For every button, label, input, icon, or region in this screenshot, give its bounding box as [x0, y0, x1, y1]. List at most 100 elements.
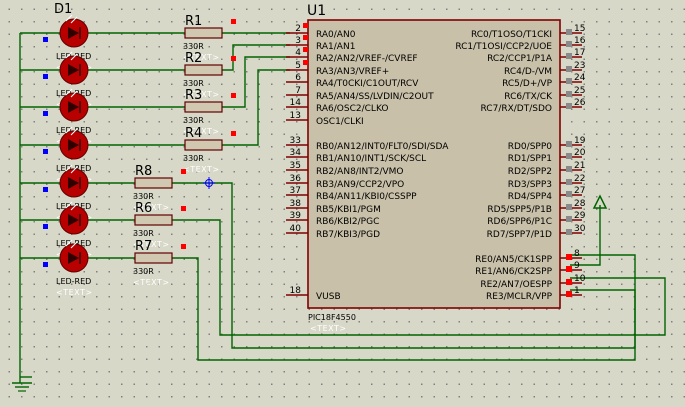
resistor-ref-label: R8 — [135, 164, 152, 179]
wire-23[interactable] — [570, 205, 601, 266]
pin-marker-icon — [566, 29, 572, 35]
ground-symbol-icon — [12, 377, 32, 392]
chip-right-pin-number: 19 — [574, 136, 586, 146]
resistor-text-placeholder: <TEXT> — [133, 240, 170, 249]
pin-marker-icon — [231, 93, 236, 98]
pin-marker-icon — [43, 149, 48, 154]
wire-20[interactable] — [172, 182, 636, 349]
chip-right-pin-number: 25 — [574, 86, 585, 96]
resistor-ref-label: R3 — [185, 88, 202, 103]
resistor-text-placeholder: <TEXT> — [183, 53, 220, 62]
chip-left-pin-name: RB0/AN12/INT0/FLT0/SDI/SDA — [316, 142, 449, 152]
resistor-3[interactable] — [184, 101, 223, 113]
chip-left-pin-name: RB6/KBI2/PGC — [316, 217, 379, 227]
led-2[interactable] — [59, 51, 89, 85]
chip-right-pin-name: RC6/TX/CK — [504, 92, 553, 102]
wire-19[interactable] — [220, 69, 290, 146]
resistor-5[interactable] — [134, 177, 173, 189]
led-ray-1 — [65, 164, 73, 172]
chip-left-pin-number: 2 — [295, 24, 301, 34]
chip-right-pin-name: RC4/D-/VM — [504, 67, 552, 77]
led-6[interactable] — [59, 201, 89, 235]
resistor-symbol-icon[interactable] — [184, 139, 223, 151]
chip-right-pin-name: RD3/SPP3 — [508, 180, 552, 190]
pin-marker-icon — [43, 111, 48, 116]
chip-body[interactable] — [307, 19, 561, 309]
resistor-symbol-icon[interactable] — [184, 64, 223, 76]
led-symbol-icon — [68, 214, 79, 226]
chip-left-pin-number: 36 — [290, 174, 302, 184]
chip-right-pin-number: 23 — [574, 61, 585, 71]
wire-18[interactable] — [220, 56, 290, 108]
led-3[interactable] — [59, 88, 89, 122]
led-ray-2 — [70, 90, 78, 98]
pin-marker-icon — [566, 266, 572, 272]
led-ray-2 — [70, 53, 78, 61]
chip-left-pin-name: RA6/OSC2/CLKO — [316, 104, 388, 114]
pin-marker-icon — [181, 244, 186, 249]
resistor-text-placeholder: <TEXT> — [183, 90, 220, 99]
chip-left-pin-name: RB5/KBI1/PGM — [316, 205, 381, 215]
resistor-4[interactable] — [184, 139, 223, 151]
pin-marker-icon — [181, 169, 186, 174]
pin-marker-icon — [43, 262, 48, 267]
led-4[interactable] — [59, 126, 89, 160]
chip-left-pin-number: 7 — [295, 86, 301, 96]
resistor-symbol-icon[interactable] — [134, 252, 173, 264]
led-1[interactable] — [59, 14, 89, 48]
pin-marker-icon — [231, 19, 236, 24]
chip-right-pin-name: RE2/AN7/OESPP — [480, 280, 552, 290]
resistor-text-placeholder: <TEXT> — [183, 127, 220, 136]
resistor-symbol-icon[interactable] — [184, 101, 223, 113]
pin-marker-icon — [566, 166, 572, 172]
chip-right-pin-name: RC0/T1OSO/T1CKI — [471, 30, 552, 40]
resistor-symbol-icon[interactable] — [134, 214, 173, 226]
chip-left-pin-number: 5 — [295, 61, 301, 71]
chip-right-pin-name: RC7/RX/DT/SDO — [481, 104, 553, 114]
resistor-ref-label: R6 — [135, 201, 152, 216]
chip-right-pin-number: 30 — [574, 224, 586, 234]
chip-right-pin-number: 29 — [574, 211, 586, 221]
resistor-symbol-icon[interactable] — [134, 177, 173, 189]
chip-right-pin-number: 9 — [574, 261, 580, 271]
led-ray-1 — [65, 239, 73, 247]
chip-left-pin-name: RA4/T0CKI/C1OUT/RCV — [316, 79, 419, 89]
pin-marker-icon — [303, 35, 308, 40]
chip-right-pin-number: 21 — [574, 161, 585, 171]
pin-marker-icon — [231, 56, 236, 61]
resistor-6[interactable] — [134, 214, 173, 226]
resistor-7[interactable] — [134, 252, 173, 264]
chip-part-label: PIC18F4550 — [308, 313, 356, 322]
chip-left-pin-name: RA5/AN4/SS/LVDIN/C2OUT — [316, 92, 434, 102]
chip-left-pin-name: RA3/AN3/VREF+ — [316, 67, 389, 77]
wire-22[interactable] — [172, 257, 636, 361]
pin-marker-icon — [566, 141, 572, 147]
resistor-text-placeholder: <TEXT> — [133, 203, 170, 212]
led-part-label: LED-RED — [56, 239, 91, 248]
resistor-symbol-icon[interactable] — [184, 27, 223, 39]
led-7[interactable] — [59, 239, 89, 273]
chip-right-pin-name: RD4/SPP4 — [508, 192, 553, 202]
power-terminal-icon[interactable] — [592, 194, 608, 209]
pin-marker-icon — [181, 206, 186, 211]
chip-right-pin-number: 28 — [574, 199, 586, 209]
chip-right-pin-name: RD2/SPP2 — [508, 167, 552, 177]
chip-left-pin-name: VUSB — [316, 292, 341, 302]
chip-right-pin-name: RE3/MCLR/VPP — [486, 292, 553, 302]
chip-left-pin-number: 40 — [290, 224, 302, 234]
led-ray-1 — [65, 51, 73, 59]
probe-cross-icon[interactable] — [203, 177, 215, 189]
led-ray-1 — [65, 201, 73, 209]
resistor-value-label: 330R — [133, 229, 154, 238]
chip-right-pin-number: 16 — [574, 36, 586, 46]
resistor-ref-label: R1 — [185, 14, 202, 29]
led-part-label: LED-RED — [56, 277, 91, 286]
led-5[interactable] — [59, 164, 89, 198]
resistor-2[interactable] — [184, 64, 223, 76]
wire-21[interactable] — [172, 219, 666, 336]
pin-marker-icon — [231, 131, 236, 136]
led-ray-1 — [65, 126, 73, 134]
resistor-1[interactable] — [184, 27, 223, 39]
